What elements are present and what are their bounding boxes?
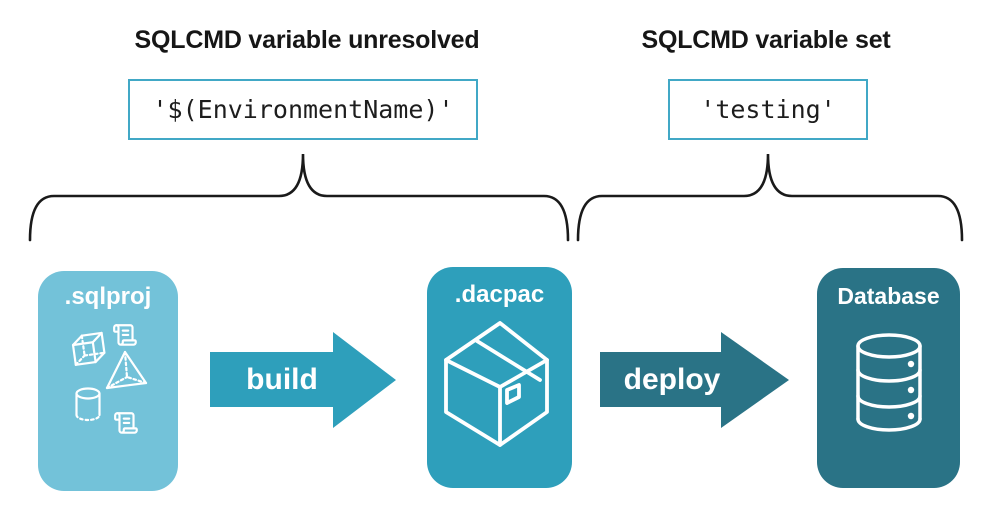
package-box-icon <box>435 317 565 452</box>
stage-label-database: Database <box>837 283 940 309</box>
script-scroll-icon <box>114 412 138 434</box>
stage-card-database: Database <box>817 268 960 488</box>
stage-label-sqlproj: .sqlproj <box>64 283 152 310</box>
cube-icon <box>71 331 106 366</box>
sql-project-objects-icon <box>64 317 148 439</box>
heading-set: SQLCMD variable set <box>641 26 891 54</box>
script-scroll-icon <box>113 324 137 346</box>
deploy-arrow-label: deploy <box>623 362 721 396</box>
codebox-environment-variable: '$(EnvironmentName)' <box>128 79 478 140</box>
build-arrow-label: build <box>246 362 318 396</box>
database-cylinder-icon <box>851 332 927 432</box>
right-brace-icon <box>576 153 964 242</box>
stage-label-dacpac: .dacpac <box>454 281 545 308</box>
heading-unresolved: SQLCMD variable unresolved <box>134 26 480 54</box>
cylinder-icon <box>75 387 101 422</box>
pyramid-icon <box>105 350 148 390</box>
code-unresolved-value: '$(EnvironmentName)' <box>152 95 454 124</box>
stage-card-sqlproj: .sqlproj <box>38 271 178 491</box>
code-set-value: 'testing' <box>700 95 836 124</box>
left-brace-icon <box>28 153 570 242</box>
stage-card-dacpac: .dacpac <box>427 267 572 488</box>
codebox-testing-value: 'testing' <box>668 79 868 140</box>
